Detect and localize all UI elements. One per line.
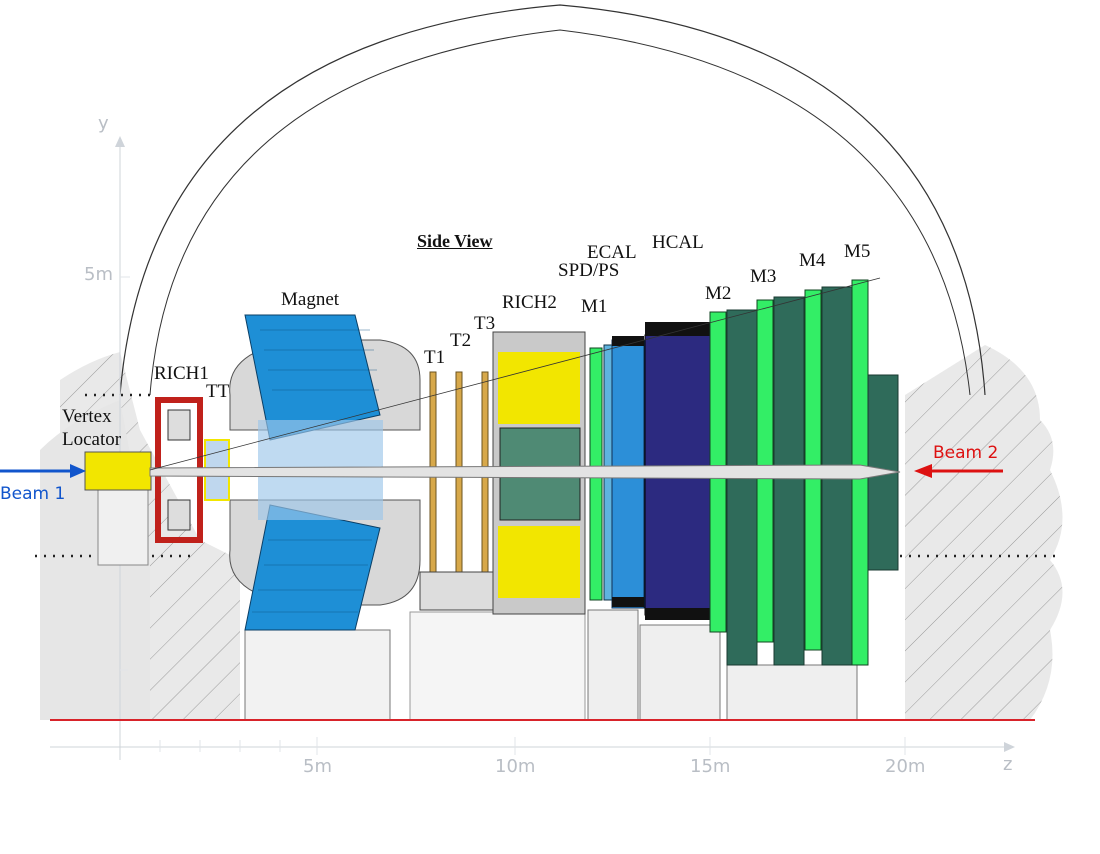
hcal-cap-top: [645, 322, 710, 336]
floor-support-left: [97, 489, 149, 566]
label-vertex-locator-1: Vertex: [62, 406, 112, 427]
beam-pipe: [149, 464, 901, 480]
label-m5: M5: [844, 241, 871, 262]
magnet-yoke-hatching: [252, 329, 379, 613]
label-tt: TT: [206, 381, 230, 402]
floor-block-tracker: [409, 611, 586, 721]
floor-block-calo: [587, 609, 639, 721]
label-rich1: RICH1: [154, 363, 209, 384]
muon-system: [709, 279, 899, 666]
y-axis-label: y: [98, 113, 109, 134]
rich1-frame: [155, 397, 203, 543]
tracking-stations: [419, 371, 499, 611]
acceptance-diagonal: [149, 277, 881, 471]
beam1-arrow-head: [70, 464, 86, 478]
magnet-yoke-lower: [244, 504, 381, 631]
label-t2: T2: [450, 330, 472, 351]
label-ecal: ECAL: [587, 242, 637, 263]
beam2-arrow-head: [914, 464, 932, 478]
z-axis-label: z: [1003, 754, 1013, 775]
rich1-mirror-upper: [167, 409, 191, 441]
z-tick-5m: 5m: [303, 756, 332, 777]
label-beam1: Beam 1: [0, 484, 66, 504]
cavern-arch-outer: [119, 4, 986, 396]
ecal-cap-bottom: [612, 597, 644, 607]
label-hcal: HCAL: [652, 232, 704, 253]
floor-block-hcal: [639, 624, 721, 721]
ecal-cap-top: [612, 336, 644, 346]
cavern-right-rock: [905, 345, 1063, 720]
rich1-mirror-lower: [167, 499, 191, 531]
diagram-title: Side View: [417, 231, 493, 251]
z-axis-arrow: [1004, 742, 1015, 752]
cavern-arch-inner: [149, 29, 971, 396]
magnet-yoke-upper: [244, 314, 381, 441]
hcal-cap-bottom: [645, 608, 710, 620]
label-m1: M1: [581, 296, 608, 317]
y-tick-5m: 5m: [84, 264, 113, 285]
axis-ticks: [120, 276, 906, 755]
label-m2: M2: [705, 283, 732, 304]
rich2-radiator-upper: [498, 352, 580, 424]
label-rich2: RICH2: [502, 292, 557, 313]
label-spd-ps: SPD/PS: [558, 260, 620, 281]
y-axis-arrow: [115, 136, 125, 147]
floor-block-muon: [726, 664, 858, 721]
z-tick-15m: 15m: [690, 756, 731, 777]
rich2-radiator-lower: [498, 526, 580, 598]
label-vertex-locator-2: Locator: [62, 429, 122, 450]
label-m4: M4: [799, 250, 826, 271]
label-m3: M3: [750, 266, 777, 287]
vertex-locator: [84, 451, 152, 491]
floor-block-magnet: [244, 629, 391, 721]
z-tick-10m: 10m: [495, 756, 536, 777]
label-t1: T1: [424, 347, 446, 368]
label-t3: T3: [474, 313, 496, 334]
label-magnet: Magnet: [281, 289, 340, 310]
label-beam2: Beam 2: [933, 443, 999, 463]
z-tick-20m: 20m: [885, 756, 926, 777]
